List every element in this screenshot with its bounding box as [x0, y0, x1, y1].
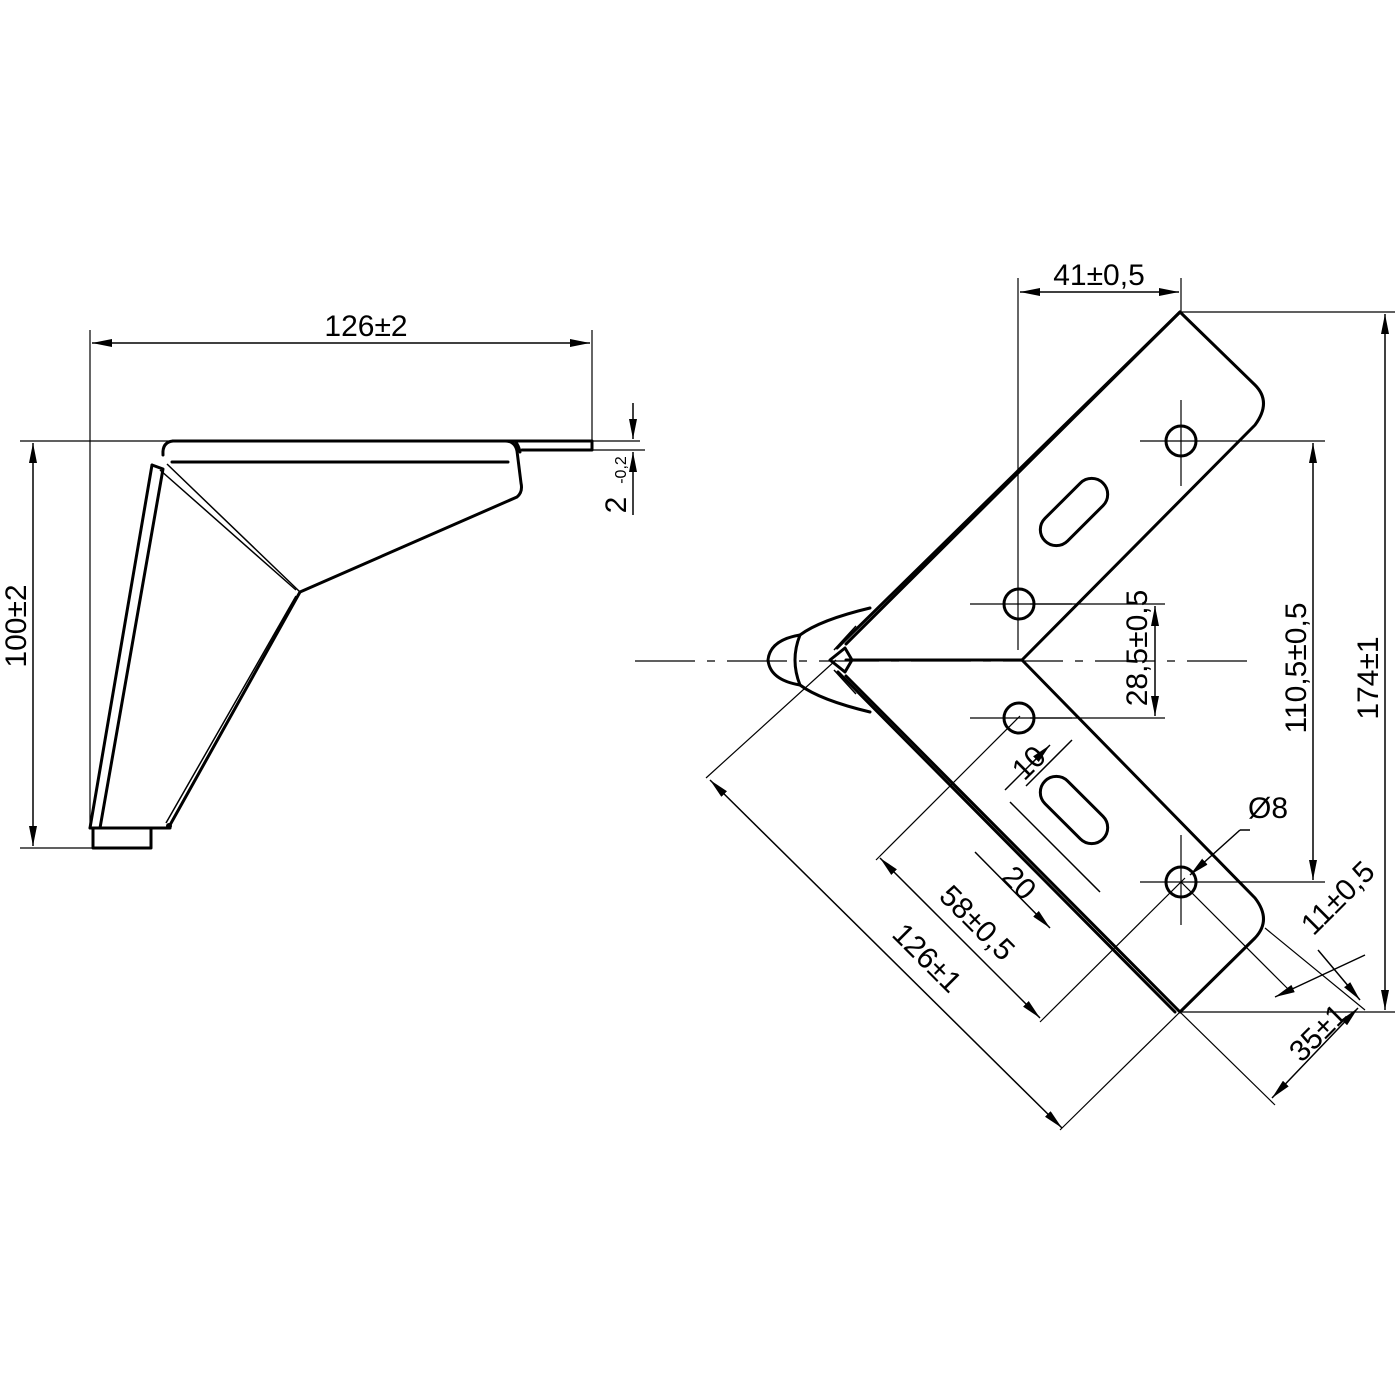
- top-width-dimension: 41±0,5: [1017, 259, 1182, 650]
- top-arm-width-dimension: 35±1: [1179, 927, 1366, 1106]
- top-edge-hole-dimension: 11±0,5: [1180, 855, 1382, 1001]
- top-hole-spacing-dimension: 110,5±0,5: [1280, 443, 1317, 880]
- top-width-label: 41±0,5: [1053, 259, 1145, 292]
- top-total-height-label: 174±1: [1352, 636, 1385, 719]
- slot-upper: [1038, 476, 1110, 548]
- side-thickness-label: 2: [600, 497, 633, 514]
- top-view-centerlines: [635, 400, 1325, 925]
- top-view: 41±0,5 174±1 110,5±0,5 28,5±0,5 10: [635, 259, 1395, 1131]
- side-width-label: 126±2: [324, 310, 407, 343]
- side-view: 126±2 100±2 2 -0,2: [0, 310, 645, 850]
- top-hole-diameter-callout: Ø8: [1189, 792, 1288, 876]
- top-slot-length-dimension: 10: [1004, 739, 1073, 791]
- top-hole-diameter-label: Ø8: [1248, 792, 1288, 825]
- top-hole-spacing-label: 110,5±0,5: [1280, 602, 1313, 733]
- top-arm-length-label: 126±1: [886, 917, 968, 999]
- side-height-label: 100±2: [0, 584, 33, 667]
- top-slot-offset-dimension: 28,5±0,5: [1030, 590, 1165, 719]
- side-width-dimension: 126±2: [89, 310, 593, 828]
- top-arm-width-label: 35±1: [1283, 998, 1353, 1068]
- top-total-height-dimension: 174±1: [1180, 311, 1395, 1013]
- top-view-outline: [766, 310, 1265, 1014]
- top-edge-hole-label: 11±0,5: [1295, 855, 1381, 941]
- side-height-dimension: 100±2: [0, 440, 640, 849]
- side-view-outline: [88, 439, 594, 850]
- side-thickness-dimension: 2 -0,2: [592, 403, 645, 515]
- top-slot-width-dimension: 20: [974, 801, 1101, 929]
- top-slot-offset-label: 28,5±0,5: [1121, 590, 1154, 707]
- side-thickness-tolerance: -0,2: [613, 456, 630, 484]
